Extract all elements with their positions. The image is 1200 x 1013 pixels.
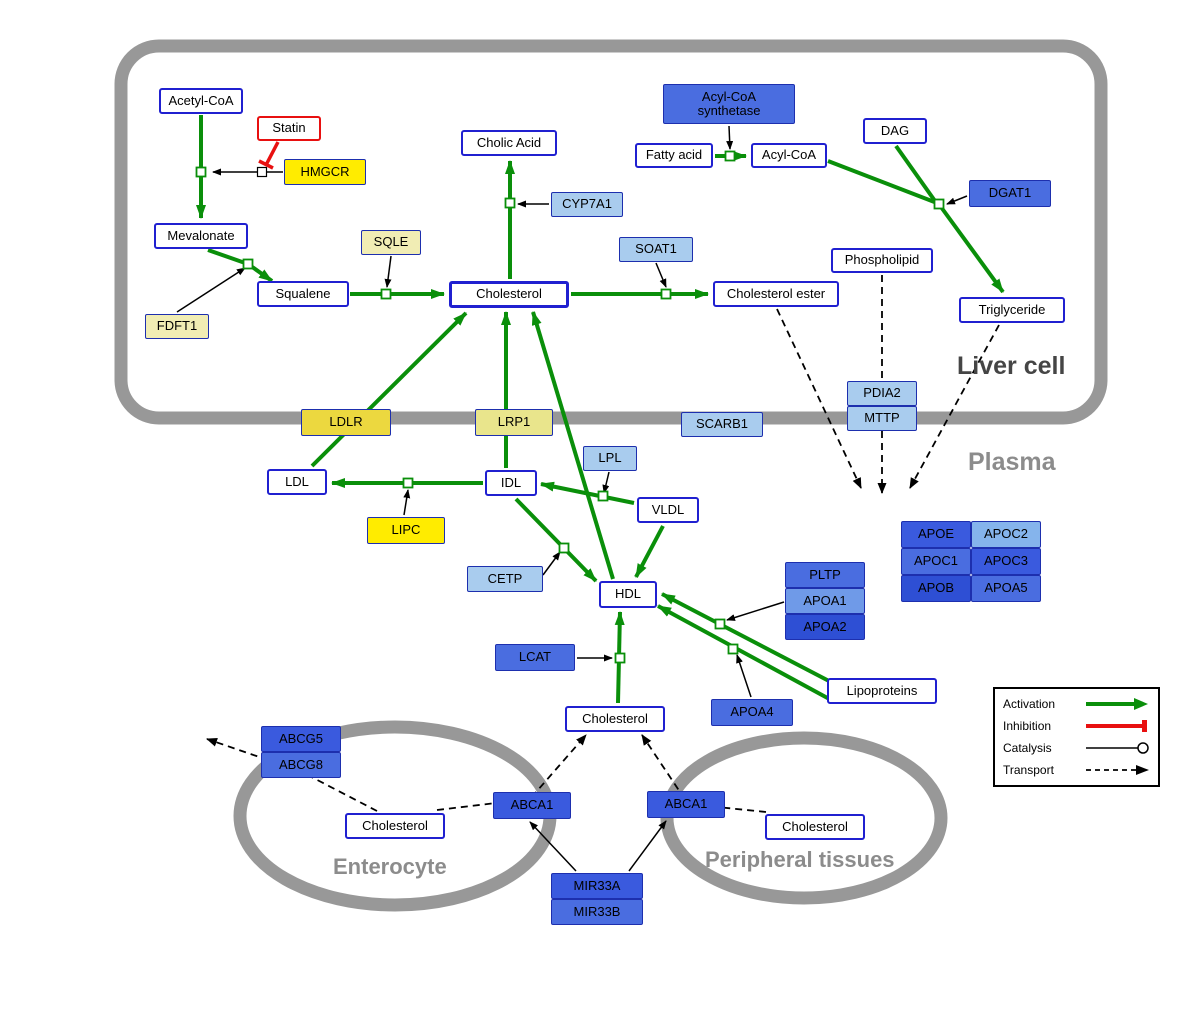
node-apoa5[interactable]: APOA5 (971, 575, 1041, 602)
reaction-nodes (195, 150, 945, 664)
legend-row-activation: Activation (1003, 694, 1150, 714)
node-acyl-coa[interactable]: Acyl-CoA (751, 143, 827, 168)
legend: Activation Inhibition Catalysis Transpor… (993, 687, 1160, 787)
catalysis-edges (176, 125, 968, 872)
node-apoa2[interactable]: APOA2 (785, 614, 865, 640)
activation-arrow-icon (1086, 698, 1148, 710)
node-cyp7a1[interactable]: CYP7A1 (551, 192, 623, 217)
enterocyte-label: Enterocyte (333, 854, 447, 879)
node-lcat[interactable]: LCAT (495, 644, 575, 671)
node-idl[interactable]: IDL (485, 470, 537, 496)
legend-catalysis-label: Catalysis (1003, 741, 1052, 755)
legend-row-catalysis: Catalysis (1003, 738, 1150, 758)
node-vldl[interactable]: VLDL (637, 497, 699, 523)
inhibition-target-port (256, 166, 268, 178)
node-statin[interactable]: Statin (257, 116, 321, 141)
node-mttp[interactable]: MTTP (847, 406, 917, 431)
node-abca1-right[interactable]: ABCA1 (647, 791, 725, 818)
node-pdia2[interactable]: PDIA2 (847, 381, 917, 406)
node-apoc2[interactable]: APOC2 (971, 521, 1041, 548)
node-cholesterol-plasma[interactable]: Cholesterol (565, 706, 665, 732)
node-pltp[interactable]: PLTP (785, 562, 865, 588)
legend-activation-label: Activation (1003, 697, 1056, 711)
node-ldlr[interactable]: LDLR (301, 409, 391, 436)
inhibition-edge (258, 141, 280, 170)
node-apoc3[interactable]: APOC3 (971, 548, 1041, 575)
legend-inhibition-label: Inhibition (1003, 719, 1052, 733)
node-fatty-acid[interactable]: Fatty acid (635, 143, 713, 168)
node-hmgcr[interactable]: HMGCR (284, 159, 366, 185)
node-cholic-acid[interactable]: Cholic Acid (461, 130, 557, 156)
node-cholesterol-peripheral[interactable]: Cholesterol (765, 814, 865, 840)
node-acyl-coa-synthetase[interactable]: Acyl-CoA synthetase (663, 84, 795, 124)
node-soat1[interactable]: SOAT1 (619, 237, 693, 262)
plasma-label: Plasma (968, 448, 1056, 476)
node-abca1-left[interactable]: ABCA1 (493, 792, 571, 819)
peripheral-tissues-label: Peripheral tissues (705, 847, 895, 872)
node-cholesterol-enterocyte[interactable]: Cholesterol (345, 813, 445, 839)
transport-arrow-icon (1086, 765, 1149, 775)
node-squalene[interactable]: Squalene (257, 281, 349, 307)
node-sqle[interactable]: SQLE (361, 230, 421, 255)
node-apob[interactable]: APOB (901, 575, 971, 602)
node-scarb1[interactable]: SCARB1 (681, 412, 763, 437)
node-abcg8[interactable]: ABCG8 (261, 752, 341, 778)
activation-edges (196, 115, 1005, 704)
legend-row-transport: Transport (1003, 760, 1150, 780)
node-lipoproteins[interactable]: Lipoproteins (827, 678, 937, 704)
node-triglyceride[interactable]: Triglyceride (959, 297, 1065, 323)
legend-row-inhibition: Inhibition (1003, 716, 1150, 736)
node-ldl[interactable]: LDL (267, 469, 327, 495)
node-apoa1[interactable]: APOA1 (785, 588, 865, 614)
node-fdft1[interactable]: FDFT1 (145, 314, 209, 339)
node-hdl[interactable]: HDL (599, 581, 657, 608)
node-apoc1[interactable]: APOC1 (901, 548, 971, 575)
node-mir33a[interactable]: MIR33A (551, 873, 643, 899)
node-dag[interactable]: DAG (863, 118, 927, 144)
node-lrp1[interactable]: LRP1 (475, 409, 553, 436)
node-apoe[interactable]: APOE (901, 521, 971, 548)
node-cetp[interactable]: CETP (467, 566, 543, 592)
node-lpl[interactable]: LPL (583, 446, 637, 471)
node-acetyl-coa[interactable]: Acetyl-CoA (159, 88, 243, 114)
node-mir33b[interactable]: MIR33B (551, 899, 643, 925)
liver-cell-membrane (114, 39, 1108, 425)
node-apoa4[interactable]: APOA4 (711, 699, 793, 726)
node-cholesterol-ester[interactable]: Cholesterol ester (713, 281, 839, 307)
legend-transport-label: Transport (1003, 763, 1054, 777)
catalysis-circle-icon (1086, 742, 1149, 754)
node-mevalonate[interactable]: Mevalonate (154, 223, 248, 249)
node-phospholipid[interactable]: Phospholipid (831, 248, 933, 273)
inhibition-bar-icon (1086, 720, 1147, 732)
node-lipc[interactable]: LIPC (367, 517, 445, 544)
node-dgat1[interactable]: DGAT1 (969, 180, 1051, 207)
node-cholesterol-liver[interactable]: Cholesterol (449, 281, 569, 308)
liver-cell-label: Liver cell (957, 352, 1066, 380)
node-abcg5[interactable]: ABCG5 (261, 726, 341, 752)
peripheral-tissues-membrane (660, 731, 948, 905)
